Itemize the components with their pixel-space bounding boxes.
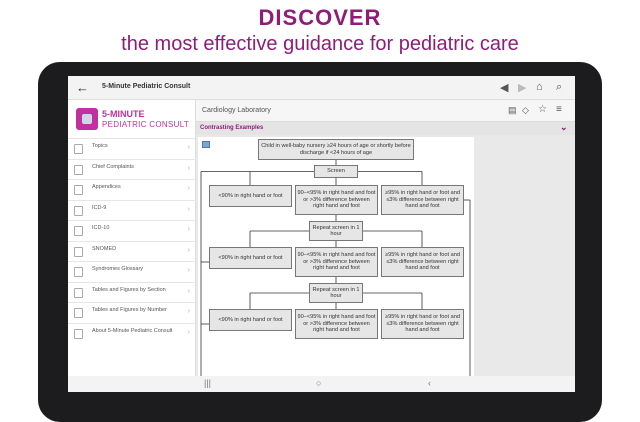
clipboard-icon: [74, 226, 83, 236]
chevron-down-icon[interactable]: ⌄: [560, 122, 568, 132]
flow-mid-box: 90–<95% in right hand and foot or >3% di…: [295, 247, 378, 277]
sidebar-item-label: Appendices: [92, 184, 121, 190]
chevron-right-icon: ›: [187, 144, 190, 151]
content-toolbar: Cardiology Laboratory ▤ ◇ ☆ ≡: [196, 100, 575, 122]
system-nav-bar: ||| ○ ‹: [68, 376, 575, 392]
chevron-right-icon: ›: [187, 287, 190, 295]
app-logo: [76, 108, 98, 130]
sidebar-item-label: Chief Complaints: [92, 163, 134, 170]
notes-icon[interactable]: ▤: [508, 105, 517, 115]
home-icon[interactable]: ⌂: [536, 81, 543, 93]
speech-bubble-icon: [74, 164, 83, 175]
logo-text-2: PEDIATRIC CONSULT: [102, 120, 190, 129]
sidebar-item-label: About 5-Minute Pediatric Consult: [92, 327, 173, 334]
subsection-header[interactable]: Contrasting Examples ⌄: [196, 122, 575, 135]
search-icon[interactable]: ⌕: [556, 81, 563, 93]
sidebar-item[interactable]: Appendices ›: [68, 179, 196, 200]
document-icon: [74, 246, 83, 257]
sidebar-item[interactable]: Topics ›: [68, 138, 196, 159]
flow-mid-box: 90–<95% in right hand and foot or >3% di…: [295, 185, 378, 215]
table-of-contents-icon[interactable]: ≡: [556, 104, 562, 115]
sidebar-item-label: Tables and Figures by Section: [92, 286, 166, 293]
history-forward-icon[interactable]: ▶: [518, 82, 527, 94]
flow-high-box: ≥95% in right hand or foot and ≤3% diffe…: [381, 185, 464, 215]
sidebar-item[interactable]: Tables and Figures by Number ›: [68, 302, 196, 323]
book-icon: [74, 267, 83, 277]
sidebar-item[interactable]: About 5-Minute Pediatric Consult ›: [68, 322, 196, 344]
flow-mid-box: 90–<95% in right hand and foot or >3% di…: [295, 309, 378, 339]
sidebar-item[interactable]: Syndromes Glossary ›: [68, 261, 196, 282]
clipboard-icon: [74, 205, 83, 216]
sidebar-item[interactable]: ICD-10 ›: [68, 220, 196, 241]
tag-icon[interactable]: ◇: [522, 105, 529, 115]
chevron-right-icon: ›: [187, 308, 190, 315]
zoom-image-icon[interactable]: [202, 141, 210, 148]
sidebar-item[interactable]: Chief Complaints ›: [68, 158, 196, 180]
sidebar-item-label: Topics: [92, 143, 108, 149]
table-icon: [74, 287, 83, 298]
recent-apps-icon[interactable]: |||: [204, 378, 212, 388]
flow-low-box: <90% in right hand or foot: [209, 185, 292, 207]
sidebar-item[interactable]: Tables and Figures by Section ›: [68, 281, 196, 303]
chevron-right-icon: ›: [187, 205, 190, 213]
sidebar-item-label: Tables and Figures by Number: [92, 307, 167, 313]
promo-subheadline: the most effective guidance for pediatri…: [121, 33, 519, 55]
chevron-right-icon: ›: [187, 164, 190, 172]
flow-high-box: ≥95% in right hand or foot and ≤3% diffe…: [381, 309, 464, 339]
subsection-title: Contrasting Examples: [200, 125, 264, 131]
info-icon: [74, 328, 83, 339]
flow-low-box: <90% in right hand or foot: [209, 309, 292, 331]
app-title: 5-Minute Pediatric Consult: [102, 83, 191, 90]
chevron-right-icon: ›: [187, 328, 190, 336]
promo-headline: DISCOVER: [258, 5, 382, 30]
sidebar-item-label: Syndromes Glossary: [92, 266, 144, 272]
plus-icon: [74, 185, 83, 195]
chevron-right-icon: ›: [187, 185, 190, 192]
logo-text-1: 5-MINUTE: [102, 109, 145, 119]
flowchart-figure: Child in well-baby nursery ≥24 hours of …: [198, 137, 474, 376]
flow-repeat-box: Repeat screen in 1 hour: [309, 283, 363, 303]
flow-repeat-box: Repeat screen in 1 hour: [309, 221, 363, 241]
system-back-icon[interactable]: ‹: [428, 378, 431, 388]
home-button-icon[interactable]: ○: [316, 378, 322, 388]
sidebar-item-label: ICD-9: [92, 204, 107, 211]
flow-start-box: Child in well-baby nursery ≥24 hours of …: [258, 139, 414, 160]
flowchart-connectors: [200, 160, 471, 376]
app-screen: ← 5-Minute Pediatric Consult ◀ ▶ ⌂ ⌕ 5-M…: [68, 76, 575, 392]
title-bar: ← 5-Minute Pediatric Consult ◀ ▶ ⌂ ⌕: [68, 76, 575, 100]
chevron-right-icon: ›: [187, 246, 190, 254]
chevron-right-icon: ›: [187, 267, 190, 274]
section-title: Cardiology Laboratory: [202, 107, 271, 114]
history-back-icon[interactable]: ◀: [500, 82, 509, 94]
sidebar-item[interactable]: ICD-9 ›: [68, 199, 196, 221]
sidebar-item-label: SNOMED: [92, 245, 117, 252]
flow-high-box: ≥95% in right hand or foot and ≤3% diffe…: [381, 247, 464, 277]
favorite-star-icon[interactable]: ☆: [538, 104, 547, 115]
flow-screen-box: Screen: [314, 165, 358, 178]
chevron-right-icon: ›: [187, 226, 190, 233]
sidebar-item-label: ICD-10: [92, 225, 110, 231]
sidebar-item[interactable]: SNOMED ›: [68, 240, 196, 262]
table-icon: [74, 308, 83, 318]
list-icon: [74, 144, 83, 154]
flow-low-box: <90% in right hand or foot: [209, 247, 292, 269]
sidebar: 5-MINUTE PEDIATRIC CONSULT Topics›Chief …: [68, 100, 196, 376]
back-arrow-icon[interactable]: ←: [76, 80, 89, 95]
